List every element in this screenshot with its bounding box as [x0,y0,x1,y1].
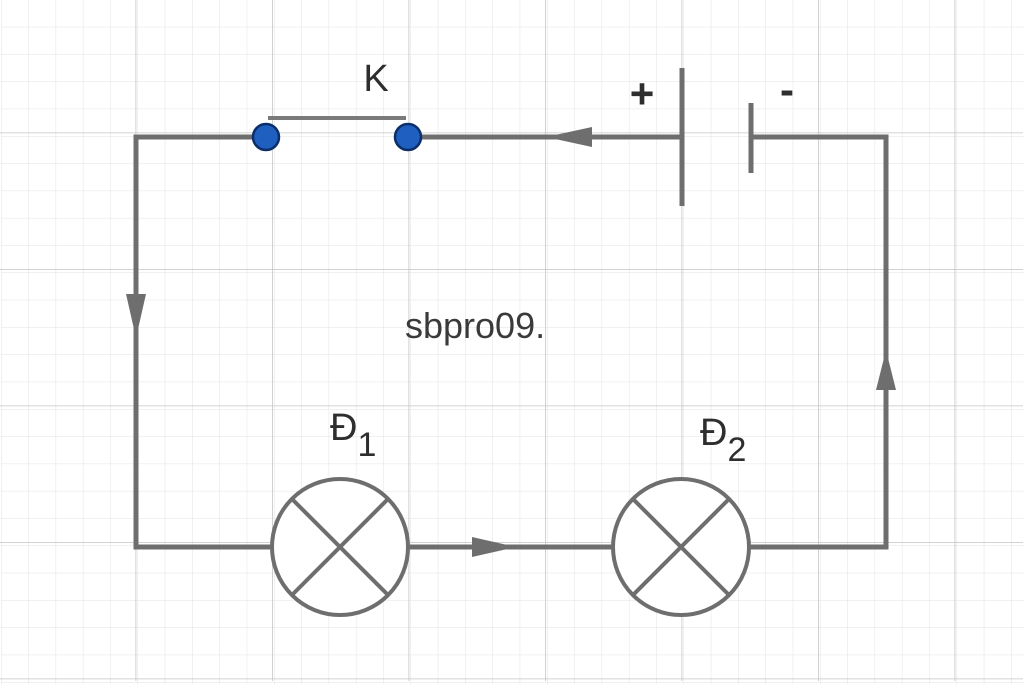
lamp-d1 [270,477,410,617]
lamp-d2-label-sub: 2 [727,431,746,469]
battery-positive-label: + [630,70,655,117]
arrow-top-left [546,127,592,147]
watermark-text: sbpro09. [405,305,545,346]
wire-right [747,134,889,550]
arrow-bottom-right [472,537,516,557]
switch-k [251,116,423,152]
current-arrows [126,127,896,557]
switch-terminal-left [251,122,281,152]
lamp-d1-label-base: Đ [330,407,357,449]
lamp-d1-label-sub: 1 [357,426,376,464]
wire-top-left [133,134,275,550]
lamp-d2 [611,477,751,617]
lamp-d2-label: Đ2 [700,412,746,469]
battery [679,68,754,206]
battery-negative-label: - [780,66,794,113]
switch-label: K [363,58,388,100]
lamp-d2-label-base: Đ [700,412,727,454]
arrow-right-up [876,350,896,390]
arrow-left-down [126,294,146,338]
lamp-d1-cross-b [290,497,390,597]
switch-terminal-right [393,122,423,152]
lamp-d1-label: Đ1 [330,407,376,464]
lamp-d2-cross-b [631,497,731,597]
